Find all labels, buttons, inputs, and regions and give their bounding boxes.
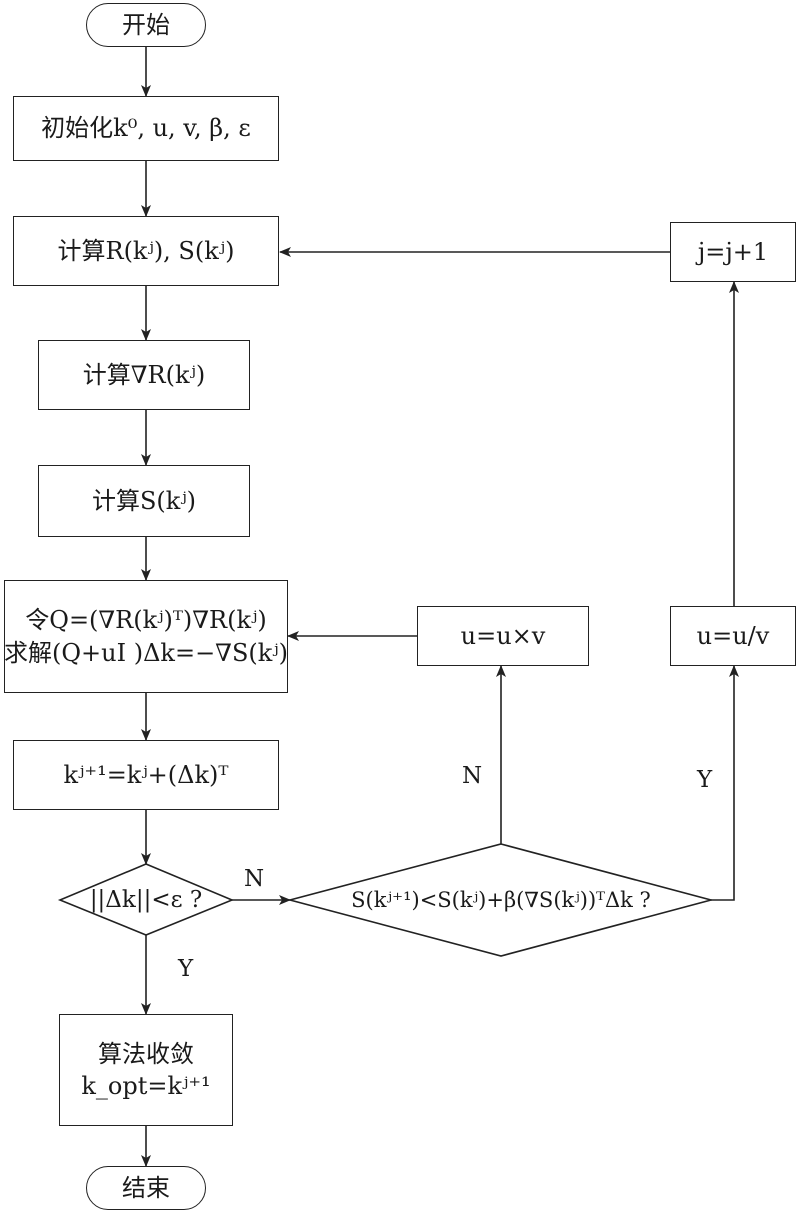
solve-line-2: 求解(Q+uI )Δk=−∇S(kʲ) (4, 638, 288, 667)
u-divide-box: u=u/v (670, 606, 796, 666)
start-terminal: 开始 (86, 3, 206, 47)
solve-box: 令Q=(∇R(kʲ)ᵀ)∇R(kʲ) 求解(Q+uI )Δk=−∇S(kʲ) (4, 580, 288, 693)
calc-grad-r-box: 计算∇R(kʲ) (38, 340, 250, 410)
convergence-yes-label: Y (178, 956, 194, 982)
calc-r-s-label: 计算R(kʲ), S(kʲ) (57, 236, 235, 265)
convergence-decision: ||Δk||<ε ? (60, 864, 232, 935)
update-k-label: kʲ⁺¹=kʲ+(Δk)ᵀ (63, 760, 229, 789)
init-label: 初始化k⁰, u, v, β, ε (41, 114, 251, 143)
start-label: 开始 (122, 10, 170, 39)
solve-line-1: 令Q=(∇R(kʲ)ᵀ)∇R(kʲ) (25, 606, 267, 635)
update-k-box: kʲ⁺¹=kʲ+(Δk)ᵀ (13, 740, 279, 810)
u-divide-label: u=u/v (696, 621, 770, 650)
descent-decision-shape (286, 843, 715, 957)
converged-line-1: 算法收敛 (98, 1039, 194, 1068)
u-multiply-label: u=u×v (460, 621, 546, 650)
calc-r-s-box: 计算R(kʲ), S(kʲ) (13, 216, 279, 286)
end-label: 结束 (122, 1173, 170, 1202)
convergence-decision-label: ||Δk||<ε ? (89, 886, 203, 913)
convergence-decision-shape (57, 863, 235, 936)
converged-line-2: k_opt=kʲ⁺¹ (81, 1072, 211, 1100)
convergence-no-label: N (244, 866, 265, 892)
calc-s-label: 计算S(kʲ) (91, 486, 197, 515)
descent-decision-label: S(kʲ⁺¹)<S(kʲ)+β(∇S(kʲ))ᵀΔk ? (351, 888, 651, 912)
descent-decision: S(kʲ⁺¹)<S(kʲ)+β(∇S(kʲ))ᵀΔk ? (300, 870, 702, 930)
end-terminal: 结束 (86, 1166, 206, 1210)
u-multiply-box: u=u×v (417, 606, 589, 666)
converged-box: 算法收敛 k_opt=kʲ⁺¹ (59, 1014, 233, 1126)
calc-grad-r-label: 计算∇R(kʲ) (82, 360, 206, 389)
edge-descent-udiv (711, 665, 739, 901)
descent-no-label: N (462, 763, 483, 789)
calc-s-box: 计算S(kʲ) (38, 465, 250, 537)
init-box: 初始化k⁰, u, v, β, ε (13, 96, 279, 161)
j-increment-box: j=j+1 (670, 222, 796, 282)
descent-yes-label: Y (697, 767, 713, 793)
j-increment-label: j=j+1 (697, 237, 769, 266)
